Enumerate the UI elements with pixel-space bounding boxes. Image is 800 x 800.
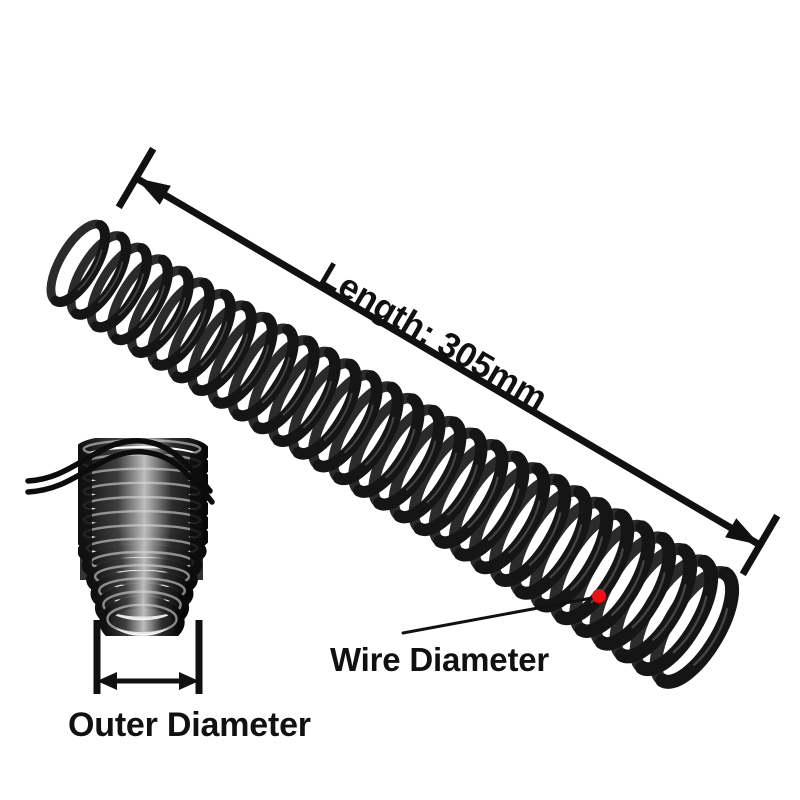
length-dimension-line xyxy=(115,146,781,577)
inset-coil-group xyxy=(78,438,208,636)
wire-diameter-marker-dot xyxy=(592,589,606,603)
length-arrowhead-end xyxy=(725,518,760,545)
length-arrowhead-start xyxy=(136,178,171,205)
outer-diameter-arrowhead-right xyxy=(179,672,199,690)
outer-diameter-arrowhead-left xyxy=(97,672,117,690)
wire-diameter-label: Wire Diameter xyxy=(330,641,550,678)
outer-diameter-label: Outer Diameter xyxy=(68,706,311,744)
wire-diameter-leader-line xyxy=(401,596,594,635)
wire-tail-2 xyxy=(25,449,215,505)
wire-tail-lines xyxy=(25,438,215,505)
length-line xyxy=(134,174,762,549)
wire-diameter-callout xyxy=(401,589,606,635)
spring-coil-group xyxy=(46,219,740,689)
outer-diameter-dimension xyxy=(93,620,203,694)
wire-tail-1 xyxy=(25,438,213,494)
